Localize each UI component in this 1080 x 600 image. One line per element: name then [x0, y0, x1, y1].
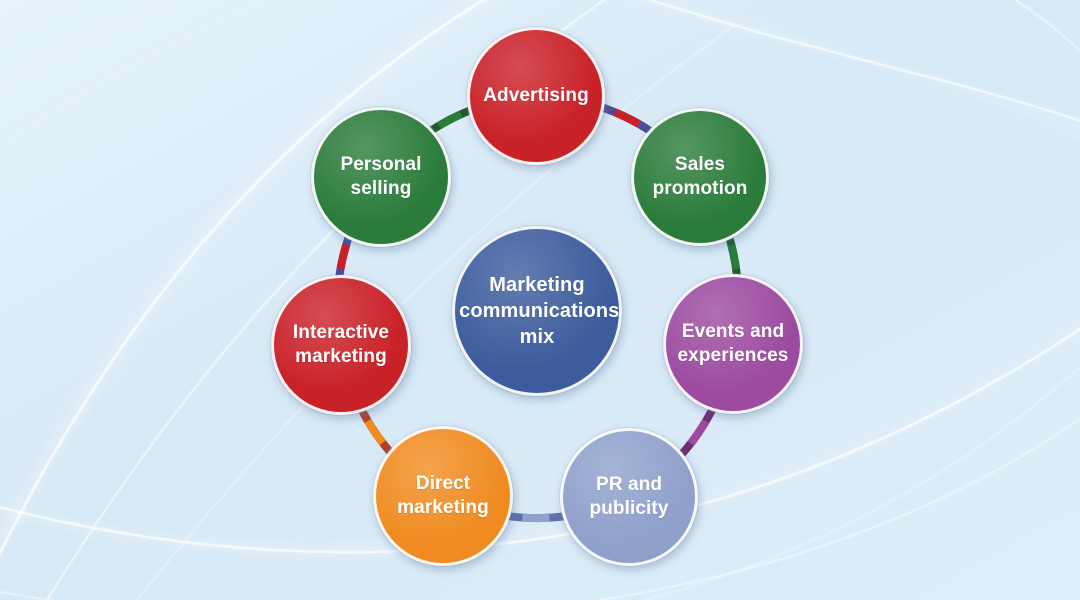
- node-sales-promotion: Sales promotion: [631, 108, 769, 246]
- connector-interactive-marketing-to-personal-selling: [333, 174, 385, 346]
- node-advertising: Advertising: [467, 27, 605, 165]
- node-interactive-marketing: Interactive marketing: [271, 275, 411, 415]
- node-marketing-communications-mix: Marketing communications mix: [452, 226, 622, 396]
- node-events-experiences: Events and experiences: [663, 274, 803, 414]
- node-pr-publicity: PR and publicity: [560, 428, 698, 566]
- node-label: Marketing communications mix: [459, 274, 620, 348]
- node-label: Advertising: [483, 85, 589, 107]
- node-personal-selling: Personal selling: [311, 107, 451, 247]
- node-label: Sales promotion: [652, 154, 748, 199]
- node-label: Personal selling: [340, 154, 422, 199]
- connector-pr-publicity-to-direct-marketing: [441, 492, 631, 523]
- node-direct-marketing: Direct marketing: [373, 426, 513, 566]
- connector-personal-selling-to-advertising: [377, 92, 537, 180]
- node-label: PR and publicity: [589, 474, 669, 519]
- connector-sales-promotion-to-events-experiences: [696, 174, 743, 345]
- node-label: Direct marketing: [397, 473, 489, 518]
- connector-advertising-to-sales-promotion: [535, 92, 704, 180]
- node-label: Interactive marketing: [292, 322, 390, 367]
- connector-direct-marketing-to-interactive-marketing: [337, 344, 446, 500]
- node-label: Events and experiences: [677, 321, 789, 366]
- connector-events-experiences-to-pr-publicity: [627, 343, 737, 501]
